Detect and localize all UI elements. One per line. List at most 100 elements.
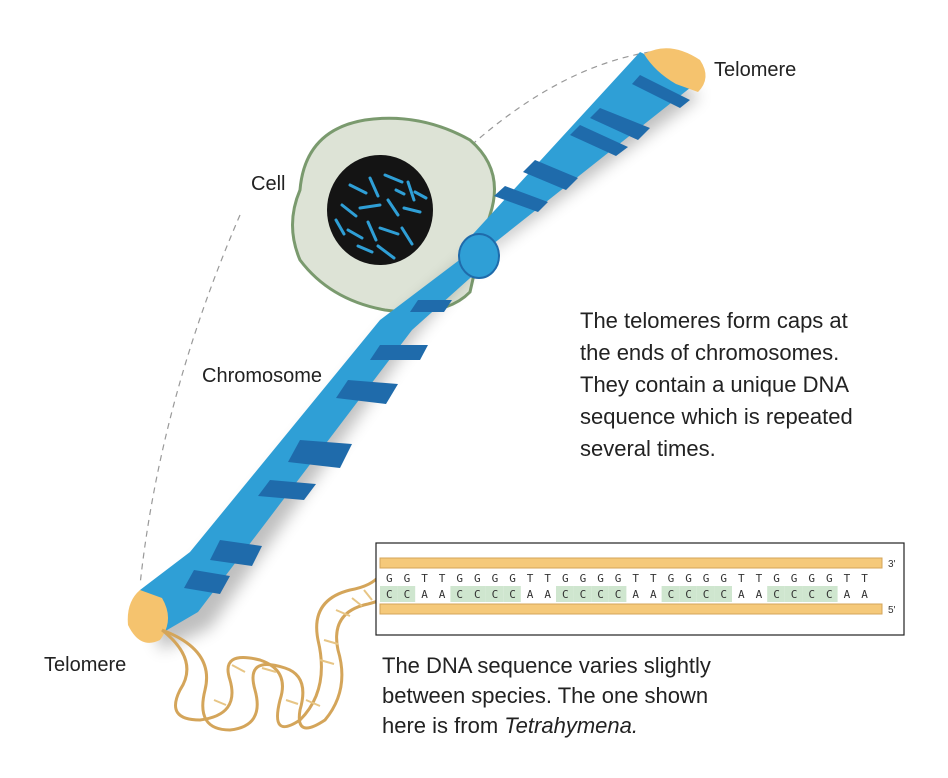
bottom-base: C xyxy=(580,588,587,601)
base-highlight xyxy=(696,586,715,602)
bottom-base: A xyxy=(738,588,745,601)
bottom-base: C xyxy=(826,588,833,601)
top-base: G xyxy=(456,572,463,585)
top-strand-backbone xyxy=(379,557,883,569)
bottom-base: C xyxy=(720,588,727,601)
top-base: G xyxy=(668,572,675,585)
base-highlight xyxy=(591,586,609,602)
caption-prefix: here is from xyxy=(382,713,505,738)
bottom-base: C xyxy=(703,588,710,601)
top-base: T xyxy=(439,572,446,585)
top-base: G xyxy=(773,572,780,585)
base-highlight xyxy=(573,586,592,602)
base-highlight xyxy=(608,586,627,602)
base-highlight xyxy=(468,586,486,602)
bottom-base: A xyxy=(650,588,657,601)
base-highlight xyxy=(679,586,697,602)
caption-line: here is from Tetrahymena. xyxy=(382,711,802,741)
cell xyxy=(291,116,496,314)
bottom-base: C xyxy=(474,588,481,601)
top-base: G xyxy=(826,572,833,585)
top-base: T xyxy=(421,572,428,585)
bottom-strand-end-label: 5' xyxy=(888,605,896,616)
top-strand-end-label: 3' xyxy=(888,559,896,570)
bottom-base: C xyxy=(597,588,604,601)
bottom-base: A xyxy=(439,588,446,601)
bottom-base: C xyxy=(685,588,692,601)
bottom-base: A xyxy=(756,588,763,601)
bottom-base: C xyxy=(808,588,815,601)
telomere-description: The telomeres form caps at the ends of c… xyxy=(580,305,853,465)
description-line: sequence which is repeated xyxy=(580,404,853,429)
description-line: The telomeres form caps at xyxy=(580,308,848,333)
bottom-base: A xyxy=(544,588,551,601)
top-base: G xyxy=(808,572,815,585)
bottom-base: C xyxy=(509,588,516,601)
bottom-base: C xyxy=(791,588,798,601)
description-line: They contain a unique DNA xyxy=(580,372,850,397)
base-highlight xyxy=(714,586,732,602)
centromere xyxy=(458,233,500,279)
top-base: G xyxy=(597,572,604,585)
bottom-base: C xyxy=(773,588,780,601)
top-base: T xyxy=(544,572,551,585)
chromosome xyxy=(127,48,706,650)
top-base: G xyxy=(404,572,411,585)
top-base: G xyxy=(580,572,587,585)
bottom-base: A xyxy=(844,588,851,601)
top-base: G xyxy=(474,572,481,585)
top-base: G xyxy=(562,572,569,585)
top-base: G xyxy=(386,572,393,585)
description-line: the ends of chromosomes. xyxy=(580,340,840,365)
telomere-label-bottom: Telomere xyxy=(44,654,127,676)
top-base: G xyxy=(685,572,692,585)
top-base: G xyxy=(509,572,516,585)
bottom-base: A xyxy=(632,588,639,601)
base-highlight xyxy=(802,586,820,602)
description-line: several times. xyxy=(580,436,716,461)
top-base: G xyxy=(492,572,499,585)
bottom-base: A xyxy=(421,588,428,601)
top-base: T xyxy=(527,572,534,585)
mini-chromosomes xyxy=(334,173,428,260)
caption-line: The DNA sequence varies slightly xyxy=(382,653,711,678)
base-highlight xyxy=(397,586,416,602)
telomere-cap-top xyxy=(644,48,706,92)
dna-helix xyxy=(161,574,382,732)
top-base: T xyxy=(738,572,745,585)
telomere-cap-bottom xyxy=(127,590,169,643)
top-base: T xyxy=(844,572,851,585)
top-base: T xyxy=(861,572,868,585)
bottom-base: C xyxy=(492,588,499,601)
telomere-label-top: Telomere xyxy=(714,59,797,81)
bottom-base: C xyxy=(386,588,393,601)
base-highlight xyxy=(556,586,574,602)
bottom-strand-backbone xyxy=(379,603,883,615)
caption-line: between species. The one shown xyxy=(382,683,709,708)
base-highlight xyxy=(661,586,680,602)
cell-label: Cell xyxy=(251,173,286,195)
bottom-base: C xyxy=(668,588,675,601)
top-base: G xyxy=(720,572,727,585)
top-base: T xyxy=(632,572,639,585)
species-caption: The DNA sequence varies slightly between… xyxy=(382,651,802,741)
base-highlight xyxy=(820,586,838,602)
species-name: Tetrahymena. xyxy=(504,713,638,738)
base-highlight xyxy=(767,586,785,602)
bottom-base: A xyxy=(527,588,534,601)
top-base: T xyxy=(756,572,763,585)
base-highlight xyxy=(450,586,468,602)
bottom-base: A xyxy=(861,588,868,601)
base-highlights xyxy=(380,586,838,602)
bottom-base: C xyxy=(404,588,411,601)
top-base: G xyxy=(615,572,622,585)
base-highlight xyxy=(485,586,504,602)
base-highlight xyxy=(503,586,521,602)
top-base: T xyxy=(650,572,657,585)
base-highlight xyxy=(784,586,803,602)
bottom-base: C xyxy=(456,588,463,601)
